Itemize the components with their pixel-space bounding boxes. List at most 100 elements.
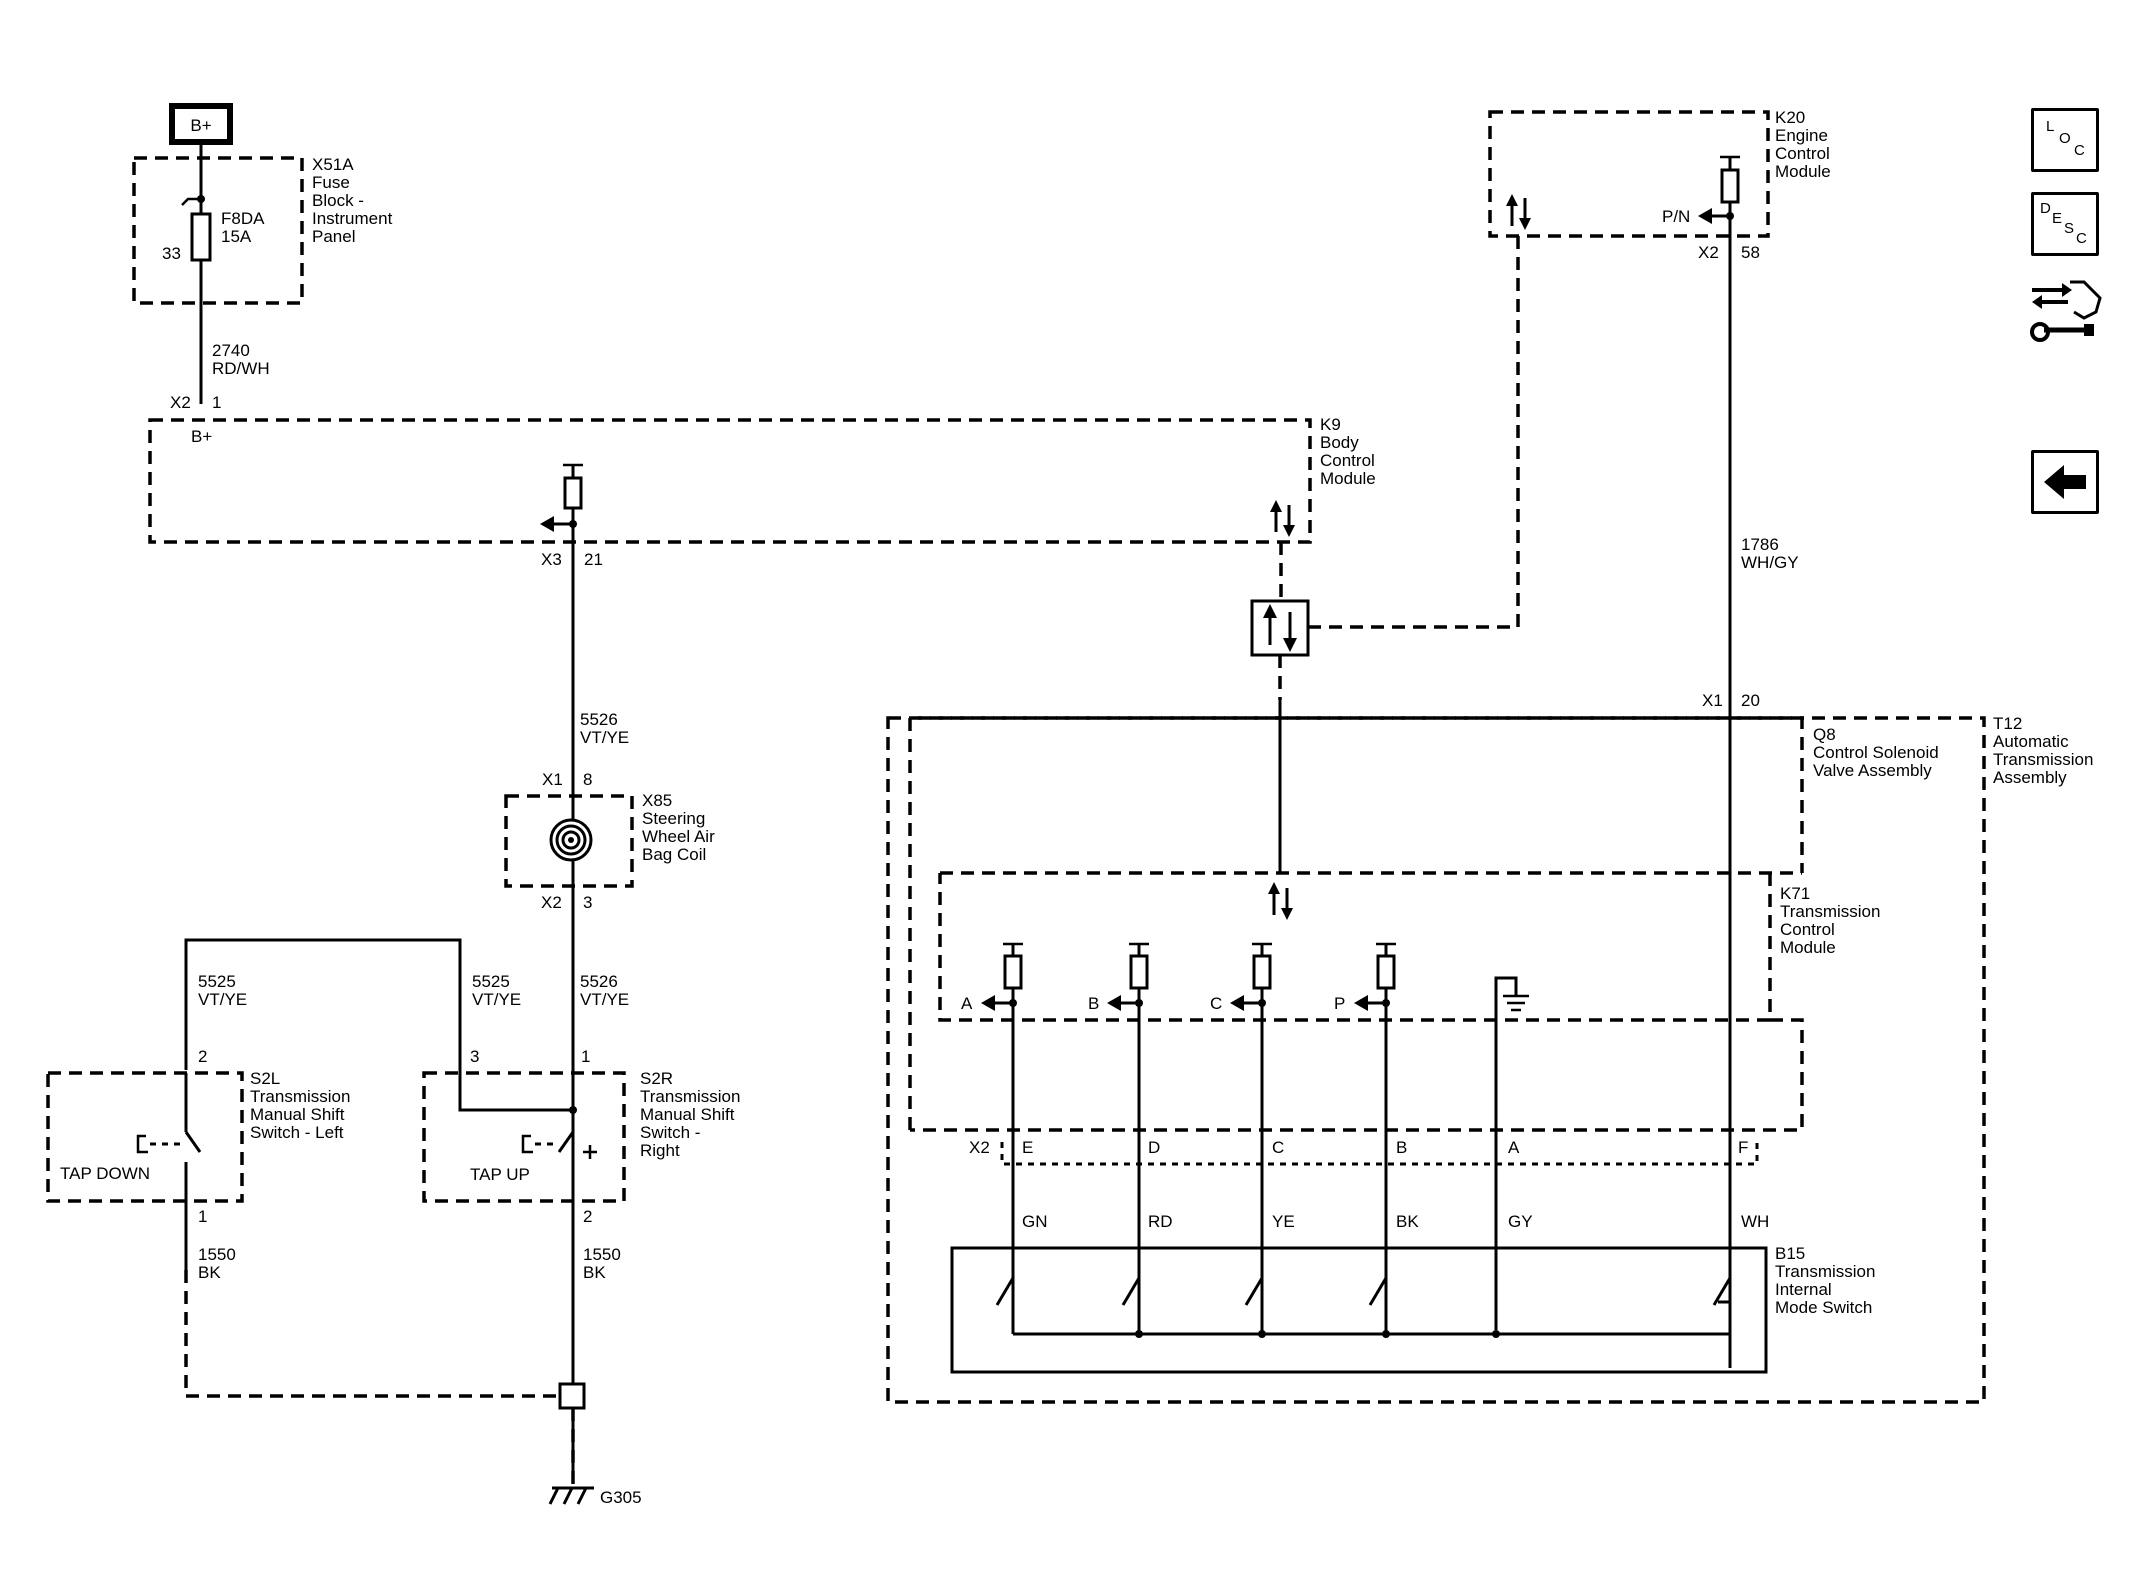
q8-control-solenoid-valve-assembly xyxy=(908,716,1804,1130)
k71-pin-a: A xyxy=(1508,1138,1520,1157)
svg-text:Module: Module xyxy=(1775,162,1831,181)
loc-button[interactable]: L O C xyxy=(2031,108,2099,172)
desc-button[interactable]: D E S C xyxy=(2031,192,2099,256)
svg-text:Internal: Internal xyxy=(1775,1280,1832,1299)
svg-text:Module: Module xyxy=(1780,938,1836,957)
k71-input-p-label: P xyxy=(1334,994,1345,1013)
x85-connector-1: X1 xyxy=(542,770,563,789)
x85-pin-1: 8 xyxy=(583,770,592,789)
k9-pullup-resistor-icon xyxy=(563,476,583,510)
x85-connector-2: X2 xyxy=(541,893,562,912)
tap-down-label: TAP DOWN xyxy=(60,1164,150,1183)
svg-text:Transmission: Transmission xyxy=(1993,750,2093,769)
k71-input-a xyxy=(981,942,1023,1328)
k71-ground-icon xyxy=(1494,976,1529,1330)
wire-2740-color: RD/WH xyxy=(212,359,270,378)
svg-text:Module: Module xyxy=(1320,469,1376,488)
s2r-pin-right: 1 xyxy=(581,1047,590,1066)
s2l-name: S2L xyxy=(250,1069,280,1088)
serial-data-splice-icon xyxy=(1250,599,1310,657)
svg-text:Mode Switch: Mode Switch xyxy=(1775,1298,1872,1317)
svg-text:Transmission: Transmission xyxy=(250,1087,350,1106)
wire-5525a-circuit: 5525 xyxy=(198,972,236,991)
k20-pullup-resistor-icon xyxy=(1720,168,1740,204)
svg-text:Control: Control xyxy=(1780,920,1835,939)
wire-5526a-color: VT/YE xyxy=(580,728,629,747)
k20-serial-data-icon xyxy=(1506,194,1531,230)
svg-text:Automatic: Automatic xyxy=(1993,732,2069,751)
x85-airbag-coil xyxy=(504,794,634,888)
s2r-switch-contact-icon xyxy=(521,1110,597,1201)
k71-connector: X2 xyxy=(969,1138,990,1157)
svg-text:Bag Coil: Bag Coil xyxy=(642,845,706,864)
svg-text:Control Solenoid: Control Solenoid xyxy=(1813,743,1939,762)
s2r-pin-bottom: 2 xyxy=(583,1207,592,1226)
k71-input-b-label: B xyxy=(1088,994,1099,1013)
q8-name: Q8 xyxy=(1813,725,1836,744)
t12-automatic-transmission-assembly xyxy=(886,716,1986,1404)
b15-name: B15 xyxy=(1775,1244,1805,1263)
wire-color-wh: WH xyxy=(1741,1212,1769,1231)
k20-pin: 58 xyxy=(1741,243,1760,262)
ground-g305-icon xyxy=(548,1486,594,1505)
k9-body-control-module xyxy=(148,418,1312,544)
serial-data-bus-k20 xyxy=(1306,236,1520,629)
b15-internal-mode-switch xyxy=(950,1246,1768,1374)
t12-connector: X1 xyxy=(1702,691,1723,710)
k71-input-p xyxy=(1354,942,1396,1328)
s2r-pin-left: 3 xyxy=(470,1047,479,1066)
svg-text:Steering: Steering xyxy=(642,809,705,828)
k71-pin-f: F xyxy=(1738,1138,1748,1157)
k9-b-plus-connector: X2 xyxy=(170,393,191,412)
k71-serial-data-icon xyxy=(1268,882,1293,920)
s2r-name: S2R xyxy=(640,1069,673,1088)
k9-b-plus-pin: 1 xyxy=(212,393,221,412)
k9-serial-data-icon xyxy=(1270,500,1295,537)
k71-input-c xyxy=(1230,942,1272,1328)
k71-pin-b: B xyxy=(1396,1138,1407,1157)
svg-text:Switch - Left: Switch - Left xyxy=(250,1123,344,1142)
k71-transmission-control-module xyxy=(938,871,1802,1022)
svg-text:Body: Body xyxy=(1320,433,1359,452)
k71-name: K71 xyxy=(1780,884,1810,903)
wire-5526b-color: VT/YE xyxy=(580,990,629,1009)
wire-color-bk: BK xyxy=(1396,1212,1419,1231)
x51a-fuse-block xyxy=(132,156,304,305)
wire-color-gy: GY xyxy=(1508,1212,1533,1231)
wire-1550a-circuit: 1550 xyxy=(198,1245,236,1264)
svg-text:Instrument: Instrument xyxy=(312,209,393,228)
wire-5526a-circuit: 5526 xyxy=(580,710,618,729)
t12-name: T12 xyxy=(1993,714,2022,733)
ground-wire-left xyxy=(184,1270,560,1398)
svg-text:Transmission: Transmission xyxy=(1775,1262,1875,1281)
svg-text:Switch -: Switch - xyxy=(640,1123,700,1142)
wire-1786-color: WH/GY xyxy=(1741,553,1799,572)
connector-end-view-icon[interactable] xyxy=(2026,272,2106,352)
s2l-pin-top: 2 xyxy=(198,1047,207,1066)
k20-input-arrow-icon xyxy=(1698,208,1712,224)
fuse-name: F8DA xyxy=(221,209,265,228)
wire-1786-circuit: 1786 xyxy=(1741,535,1779,554)
svg-text:Control: Control xyxy=(1320,451,1375,470)
s2l-manual-shift-switch-left xyxy=(46,1071,244,1203)
k71-x2-connector xyxy=(1000,1142,1759,1166)
svg-text:Transmission: Transmission xyxy=(640,1087,740,1106)
tap-up-label: TAP UP xyxy=(470,1165,530,1184)
wire-color-rd: RD xyxy=(1148,1212,1173,1231)
fuse-f8da-icon xyxy=(190,212,212,262)
svg-text:Valve Assembly: Valve Assembly xyxy=(1813,761,1932,780)
svg-text:Fuse: Fuse xyxy=(312,173,350,192)
svg-text:Transmission: Transmission xyxy=(1780,902,1880,921)
clockspring-coil-icon xyxy=(549,818,593,862)
svg-text:B+: B+ xyxy=(190,116,211,135)
x85-name: X85 xyxy=(642,791,672,810)
ground-splice-icon xyxy=(558,1382,586,1410)
fuse-pin: 33 xyxy=(162,244,181,263)
battery-source: B+ xyxy=(169,103,233,145)
wire-2740-circuit: 2740 xyxy=(212,341,250,360)
s2l-pin-bottom: 1 xyxy=(198,1207,207,1226)
back-button[interactable] xyxy=(2031,450,2099,514)
k9-input-arrow-icon xyxy=(540,516,554,532)
k71-pin-c: C xyxy=(1272,1138,1284,1157)
